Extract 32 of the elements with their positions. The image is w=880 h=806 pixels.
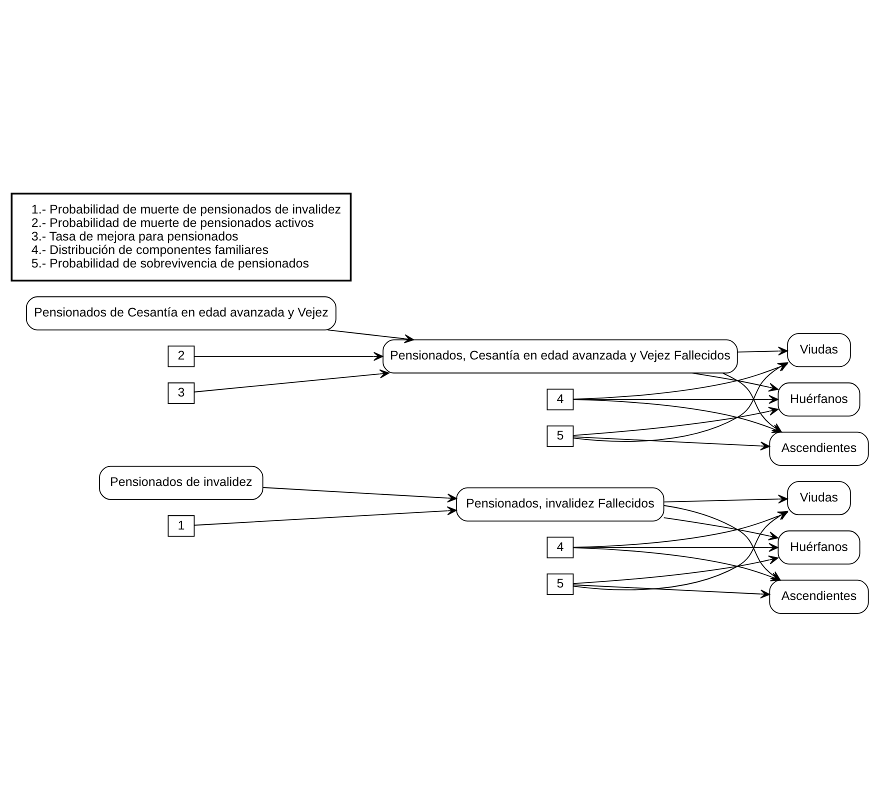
node-box: Viudas: [787, 480, 851, 515]
node-box: Pensionados de invalidez: [99, 465, 264, 500]
arrow: [194, 368, 390, 392]
arrow: [573, 436, 770, 450]
arrow: [194, 351, 384, 360]
node-box: Pensionados, invalidez Fallecidos: [456, 486, 664, 521]
node-box: 3: [168, 382, 195, 404]
node-box: 1.- Probabilidad de muerte de pensionados de invalidez 2.- Probabilidad de muerte de pensionados activos 3.- Tasa de mejora para pensionados 4.- Distribución de componentes familiares 5.- Probabilidad de sobrevivencia de pensionados: [10, 192, 352, 281]
arrow: [573, 406, 778, 436]
arrow: [262, 486, 458, 502]
node-box: Ascendientes: [769, 579, 869, 614]
arrow: [737, 346, 788, 356]
arrow: [692, 372, 778, 392]
node-box: Huérfanos: [778, 382, 860, 416]
node-box: Viudas: [787, 332, 851, 367]
arrow: [663, 516, 778, 540]
arrow: [573, 542, 778, 552]
arrow: [573, 584, 770, 598]
node-box: 4: [546, 388, 574, 410]
arrow: [664, 494, 788, 504]
node-box: 5: [546, 573, 574, 595]
node-box: Pensionados, Cesantía en edad avanzada y Vejez Fallecidos: [382, 338, 738, 373]
node-box: 5: [546, 424, 574, 446]
node-box: Huérfanos: [778, 530, 860, 564]
node-box: Pensionados de Cesantía en edad avanzada y Vejez: [26, 296, 336, 330]
node-box: 2: [168, 345, 195, 367]
arrow: [327, 329, 414, 343]
arrow: [573, 555, 779, 584]
node-box: 4: [546, 536, 574, 558]
node-box: Ascendientes: [769, 431, 869, 466]
node-box: 1: [168, 514, 195, 536]
arrow: [194, 506, 457, 526]
